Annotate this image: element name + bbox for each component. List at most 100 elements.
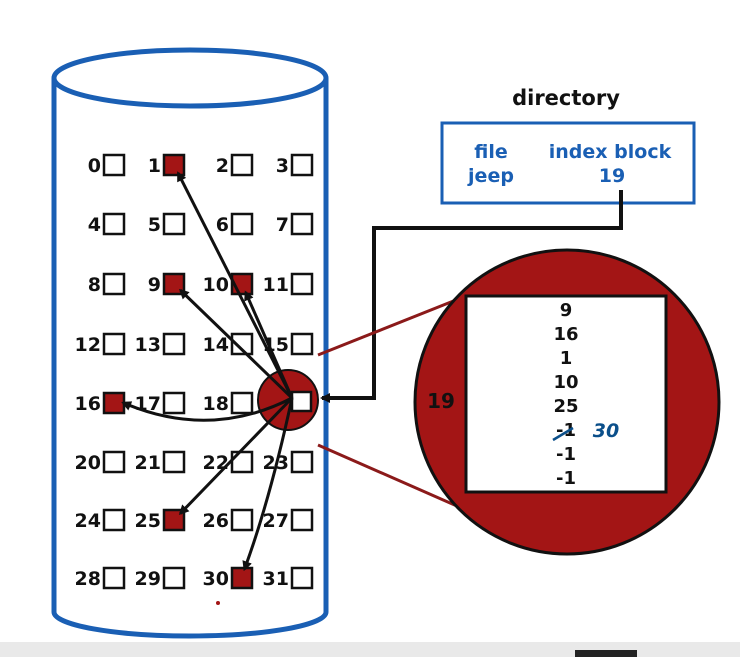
directory-to-index-arrow [320,190,623,403]
disk-block-1: 1 [148,153,186,177]
disk-block-20: 20 [75,450,126,474]
free-block-square [230,391,254,415]
free-block-square [230,508,254,532]
free-block-square [102,450,126,474]
disk-block-label: 13 [135,334,161,356]
free-block-square [162,391,186,415]
disk-block-label: 24 [75,510,101,532]
used-block-square [230,566,254,590]
pointer-arrow-to-25 [178,396,294,515]
strike-mark [552,426,574,442]
disk-block-label: 7 [276,214,289,236]
free-block-square [290,566,314,590]
free-block-square [230,212,254,236]
index-entry: 1 [560,348,573,369]
disk-block-label: 14 [203,334,229,356]
index-entry: 9 [560,300,573,321]
disk-block-label: 4 [88,214,101,236]
free-block-square [290,508,314,532]
used-block-square [162,153,186,177]
directory-box [440,121,696,205]
disk-block-6: 6 [216,212,254,236]
disk-block-13: 13 [135,332,186,356]
disk-block-25: 25 [135,508,186,532]
pointer-arrow-to-30 [242,397,294,572]
free-block-square [102,332,126,356]
disk-block-14: 14 [203,332,254,356]
disk-block-label: 1 [148,155,161,177]
free-block-square [162,212,186,236]
disk-block-8: 8 [88,272,126,296]
directory-table: directory file index block jeep 19 [440,86,696,205]
disk-block-label: 18 [203,393,229,415]
stray-dot [216,601,220,605]
pointer-arrow-to-9 [179,288,294,400]
used-block-square [162,272,186,296]
zoom-index-label: 19 [427,389,455,413]
disk-block-label: 0 [88,155,101,177]
pointer-arrow-to-10 [244,290,294,399]
disk-block-28: 28 [75,566,126,590]
directory-header-file: file [474,141,507,163]
disk-block-12: 12 [75,332,126,356]
disk-block-label: 2 [216,155,229,177]
disk-block-label: 21 [135,452,161,474]
disk-block-16: 16 [75,391,126,415]
disk-block-label: 26 [203,510,229,532]
video-bottom-bar [0,642,740,657]
disk-block-3: 3 [276,153,314,177]
disk-block-10: 10 [203,272,254,296]
pointer-arrow-to-1 [176,171,294,399]
disk-block-9: 9 [148,272,186,296]
disk-block-label: 16 [75,393,101,415]
block-grid: 0123456789101112131415161718192021222324… [75,153,314,590]
disk-block-17: 17 [135,391,186,415]
free-block-square [102,508,126,532]
index-block-19-square [290,390,313,413]
directory-row-index-block: 19 [599,165,625,187]
free-block-square [290,153,314,177]
index-entry: -1 [556,444,576,465]
index-entry: 25 [553,396,578,417]
used-block-square [102,391,126,415]
disk-block-label: 10 [203,274,229,296]
disk-block-label: 11 [263,274,289,296]
directory-row-file: jeep [467,165,514,187]
disk-block-label: 30 [203,568,229,590]
disk-block-label: 6 [216,214,229,236]
disk-block-31: 31 [263,566,314,590]
free-block-square [230,153,254,177]
index-entry: 16 [553,324,578,345]
free-block-square [162,566,186,590]
zoom-line-top [317,294,467,357]
disk-block-label: 27 [263,510,289,532]
index-entry: -1 [556,468,576,489]
disk-block-label: 9 [148,274,161,296]
disk-block-label: 28 [75,568,101,590]
used-block-square [162,508,186,532]
free-block-square [102,212,126,236]
disk-block-label: 5 [148,214,161,236]
disk-block-29: 29 [135,566,186,590]
free-block-square [102,272,126,296]
disk-block-26: 26 [203,508,254,532]
directory-title: directory [512,86,620,110]
free-block-square [102,153,126,177]
zoom-index-table [464,294,668,494]
disk-block-label: 20 [75,452,101,474]
free-block-square [230,332,254,356]
disk-block-11: 11 [263,272,314,296]
free-block-square [290,212,314,236]
directory-header-index-block: index block [549,141,672,163]
disk-block-30: 30 [203,566,254,590]
index-entry: 10 [553,372,578,393]
disk-block-label: 29 [135,568,161,590]
disk-block-label: 31 [263,568,289,590]
free-block-square [102,566,126,590]
pointer-arrow-to-16 [121,396,293,422]
disk-block-0: 0 [88,153,126,177]
disk-block-5: 5 [148,212,186,236]
